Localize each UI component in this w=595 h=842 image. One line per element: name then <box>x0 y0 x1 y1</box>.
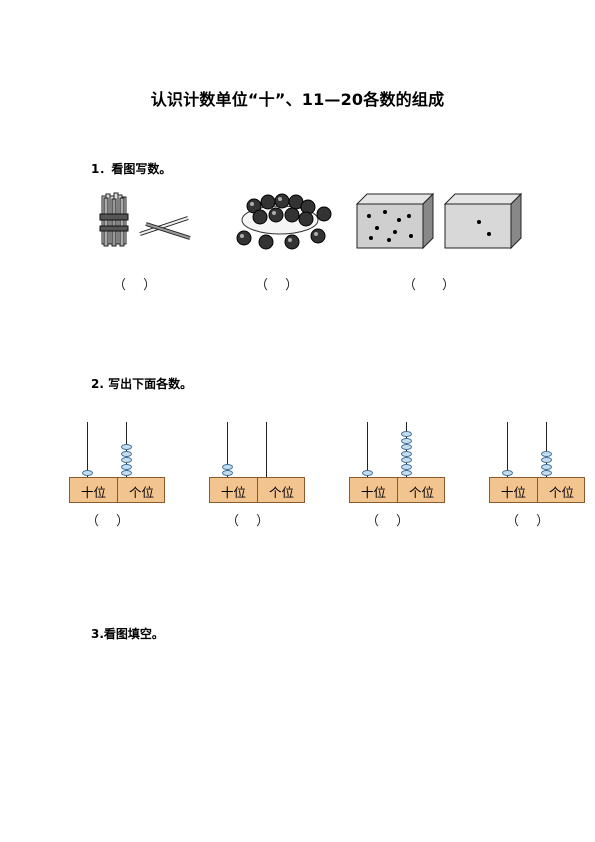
abacus-divider <box>397 478 398 502</box>
abacus-tens-rod <box>87 422 88 477</box>
question-1-blank-3[interactable]: （ ） <box>403 278 456 293</box>
abacus-ones-bead <box>121 457 132 463</box>
abacus-tens-bead <box>502 470 513 476</box>
question-1-blank-1[interactable]: （ ） <box>113 278 157 293</box>
abacus-ones-bead <box>121 450 132 457</box>
abacus-divider <box>257 478 258 502</box>
abacus-ones-bead <box>121 470 132 476</box>
abacus-4-blank[interactable]: （ ） <box>506 514 550 529</box>
abacus-divider <box>117 478 118 502</box>
abacus-base: 十位 个位 <box>489 477 585 503</box>
fish-tank-picture <box>355 192 523 250</box>
abacus-tens-label: 十位 <box>500 485 526 500</box>
abacus-ones-bead <box>401 470 412 476</box>
abacus-ones-label: 个位 <box>268 485 294 500</box>
stick-bundle-picture <box>99 192 191 247</box>
abacus-ones-bead <box>121 444 132 450</box>
abacus-tens-rod <box>227 422 228 477</box>
abacus-4: 十位 个位 <box>489 422 585 503</box>
abacus-ones-bead <box>401 431 412 437</box>
abacus-ones-label: 个位 <box>408 485 434 500</box>
abacus-tens-bead <box>362 470 373 476</box>
question-1-blank-2[interactable]: （ ） <box>255 278 299 293</box>
abacus-base: 十位 个位 <box>349 477 445 503</box>
abacus-tens-rod <box>367 422 368 477</box>
abacus-tens-bead <box>222 463 233 470</box>
abacus-ones-label: 个位 <box>128 485 154 500</box>
abacus-tens-rod <box>507 422 508 477</box>
abacus-base: 十位 个位 <box>209 477 305 503</box>
abacus-3-blank[interactable]: （ ） <box>366 514 410 529</box>
abacus-tens-label: 十位 <box>80 485 106 500</box>
abacus-ones-bead <box>121 463 132 470</box>
page-title: 认识计数单位“十”、11—20各数的组成 <box>150 90 445 109</box>
abacus-1: 十位 个位 <box>69 422 165 503</box>
apple-plate-picture <box>236 193 332 250</box>
abacus-ones-bead <box>401 463 412 470</box>
abacus-tens-label: 十位 <box>220 485 246 500</box>
abacus-ones-label: 个位 <box>548 485 574 500</box>
abacus-tens-label: 十位 <box>360 485 386 500</box>
question-2-heading: 2. 写出下面各数。 <box>91 377 193 391</box>
abacus-ones-bead <box>401 457 412 463</box>
abacus-ones-bead <box>541 457 552 463</box>
abacus-ones-bead <box>541 463 552 470</box>
abacus-ones-rod <box>546 422 547 477</box>
abacus-2-blank[interactable]: （ ） <box>226 514 270 529</box>
abacus-ones-bead <box>401 444 412 450</box>
abacus-1-blank[interactable]: （ ） <box>86 514 130 529</box>
abacus-base: 十位 个位 <box>69 477 165 503</box>
question-3-heading: 3.看图填空。 <box>91 627 164 641</box>
abacus-ones-bead <box>541 450 552 457</box>
abacus-divider <box>537 478 538 502</box>
abacus-ones-bead <box>541 470 552 476</box>
abacus-tens-bead <box>82 470 93 476</box>
question-1-heading: 1．看图写数。 <box>91 162 172 176</box>
abacus-ones-bead <box>401 450 412 457</box>
abacus-ones-rod <box>266 422 267 477</box>
abacus-ones-bead <box>401 437 412 444</box>
abacus-3: 十位 个位 <box>349 422 445 503</box>
abacus-tens-bead <box>222 470 233 476</box>
abacus-2: 十位 个位 <box>209 422 305 503</box>
